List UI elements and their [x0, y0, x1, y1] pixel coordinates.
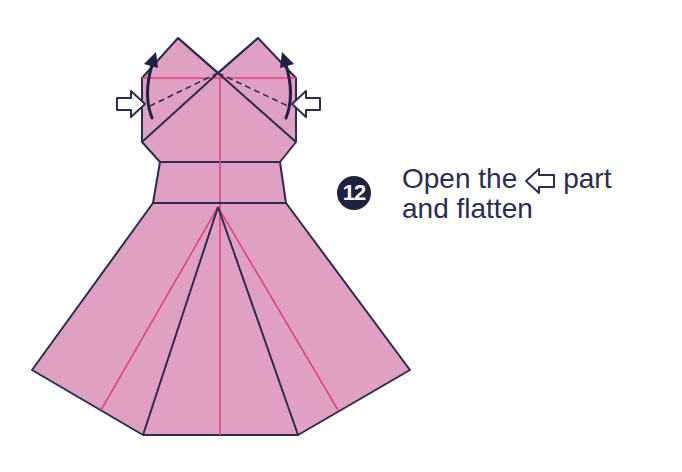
crease-line	[101, 207, 218, 410]
waist-line	[153, 202, 286, 204]
pleat-line	[218, 207, 298, 435]
fold-edge	[142, 73, 218, 142]
crease-line	[219, 75, 221, 435]
step-number: 12	[343, 181, 365, 205]
fold-edge	[218, 73, 296, 142]
instruction-text: Open the	[402, 163, 517, 195]
curved-arrow	[286, 65, 291, 118]
shoulder-flaps	[142, 38, 296, 162]
push-arrow	[292, 91, 320, 117]
instruction-text: and flatten	[402, 193, 533, 225]
dashed-fold	[150, 73, 218, 106]
skirt	[32, 203, 410, 435]
pleat-line	[143, 207, 218, 435]
push-arrow-icon	[524, 167, 556, 195]
instruction-text: part	[563, 163, 611, 195]
push-arrow	[526, 169, 554, 193]
curved-arrow	[148, 65, 153, 118]
fold-edge	[178, 38, 218, 73]
arrow-head	[144, 52, 158, 68]
push-arrow	[117, 91, 145, 117]
fold-edge	[218, 38, 258, 73]
step-number-circle: 12	[337, 176, 371, 210]
arrow-head	[280, 52, 294, 68]
crease-line	[142, 77, 296, 79]
dashed-fold	[218, 73, 288, 106]
